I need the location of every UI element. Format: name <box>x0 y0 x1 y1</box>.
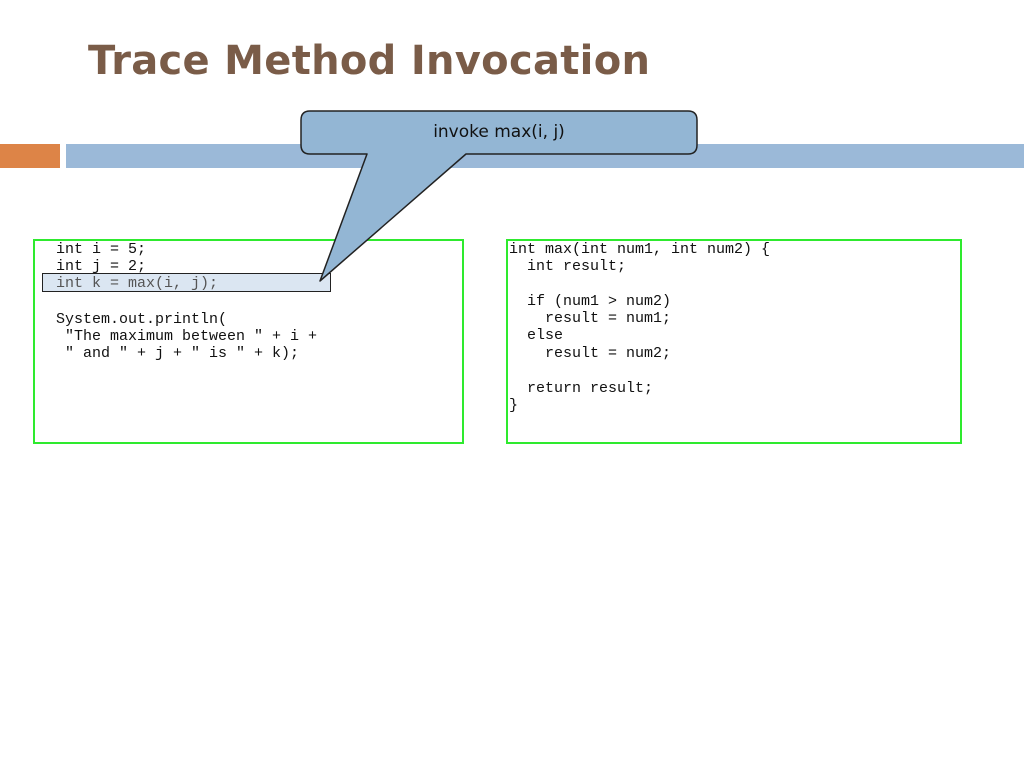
code-line-highlighted: int k = max(i, j); <box>56 275 219 292</box>
code-line: int result; <box>509 258 627 275</box>
code-line: else <box>509 327 564 344</box>
code-line: int j = 2; <box>56 258 147 275</box>
code-line: } <box>509 397 519 414</box>
callout-label: invoke max(i, j) <box>433 122 565 142</box>
accent-bar-blue <box>66 144 1024 168</box>
code-line: result = num1; <box>509 310 672 327</box>
accent-bar-orange <box>0 144 60 168</box>
code-line: if (num1 > num2) <box>509 293 672 310</box>
code-line: "The maximum between " + i + <box>56 328 318 345</box>
code-line: System.out.println( <box>56 311 228 328</box>
code-line: int max(int num1, int num2) { <box>509 241 771 258</box>
code-line: " and " + j + " is " + k); <box>56 345 300 362</box>
code-line: result = num2; <box>509 345 672 362</box>
method-code-panel <box>506 239 962 444</box>
code-line: return result; <box>509 380 654 397</box>
slide-title: Trace Method Invocation <box>88 38 651 84</box>
code-line: int i = 5; <box>56 241 147 258</box>
current-line-highlight <box>42 273 331 292</box>
